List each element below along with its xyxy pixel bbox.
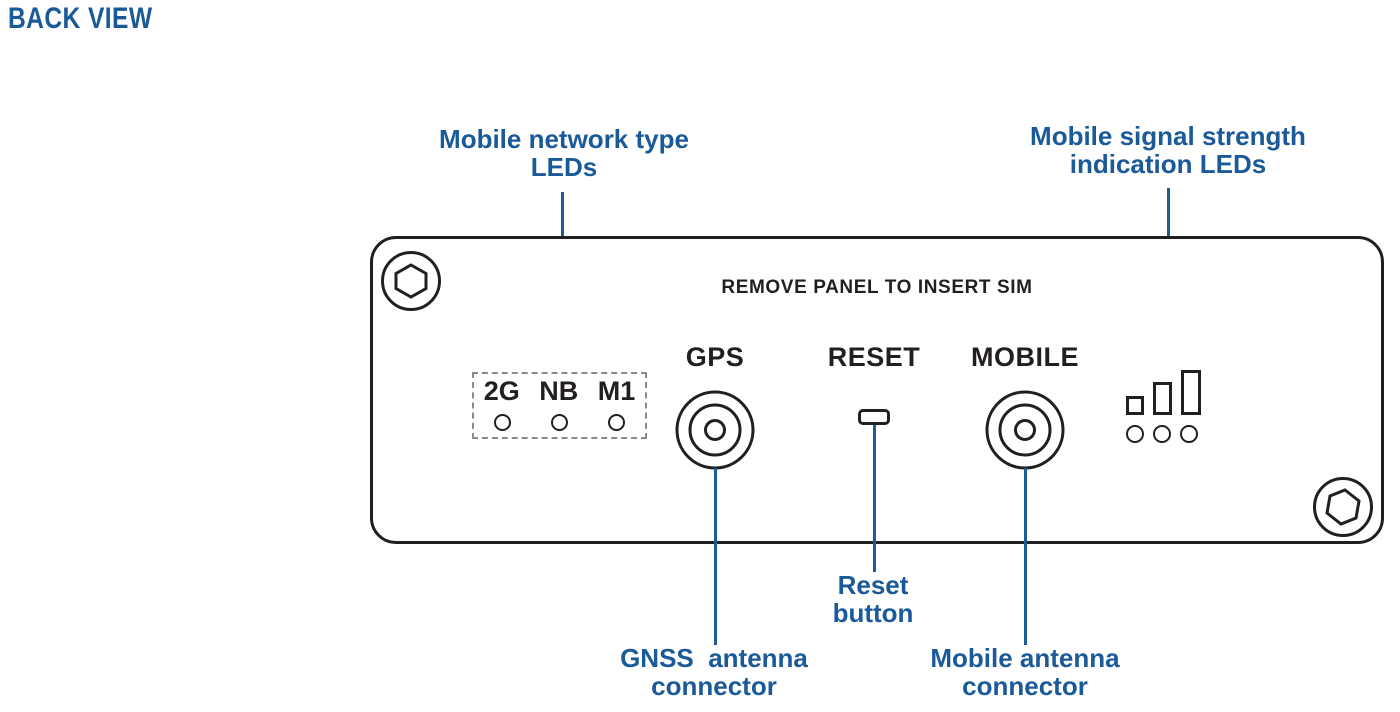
signal-strength-led-group	[1126, 368, 1210, 443]
led-label-2g: 2G	[483, 376, 520, 406]
port-label-mobile: MOBILE	[971, 342, 1079, 372]
signal-led-hole-2	[1153, 425, 1171, 443]
network-led-hole-row	[474, 414, 645, 431]
callout-signal-strength-leds: Mobile signal strength indication LEDs	[1030, 121, 1306, 179]
page-title: BACK VIEW	[8, 2, 153, 35]
reset-button-slot[interactable]	[858, 409, 890, 425]
signal-bar-2	[1153, 382, 1172, 415]
signal-led-hole-1	[1126, 425, 1144, 443]
signal-bar-row	[1126, 370, 1210, 415]
led-label-nb: NB	[539, 376, 579, 406]
port-label-gps: GPS	[685, 342, 745, 372]
screw-bottom-right	[1313, 477, 1373, 537]
led-hole-nb	[551, 414, 568, 431]
panel-header-text: REMOVE PANEL TO INSERT SIM	[721, 277, 1033, 298]
device-back-panel: REMOVE PANEL TO INSERT SIM	[370, 236, 1384, 544]
led-hole-2g	[494, 414, 511, 431]
network-type-led-group: 2G NB M1	[472, 372, 647, 439]
signal-bar-3	[1181, 370, 1201, 415]
led-label-m1: M1	[597, 376, 636, 406]
signal-led-hole-row	[1126, 425, 1210, 443]
led-hole-m1	[608, 414, 625, 431]
leader-line-mobile-connector	[1024, 468, 1027, 645]
callout-reset-button: Reset button	[832, 570, 914, 628]
callout-mobile-connector: Mobile antenna connector	[930, 643, 1120, 701]
callout-network-type-leds: Mobile network type LEDs	[439, 124, 689, 182]
signal-led-hole-3	[1180, 425, 1198, 443]
signal-bar-1	[1126, 396, 1144, 415]
mobile-antenna-connector	[985, 390, 1065, 470]
leader-line-reset-button	[873, 425, 876, 572]
callout-gnss-connector: GNSS antenna connector	[620, 643, 808, 701]
network-led-label-row: 2G NB M1	[474, 378, 645, 405]
gnss-antenna-connector	[675, 390, 755, 470]
leader-line-gnss-connector	[714, 468, 717, 645]
port-label-reset: RESET	[827, 342, 921, 372]
screw-top-left	[381, 251, 441, 311]
